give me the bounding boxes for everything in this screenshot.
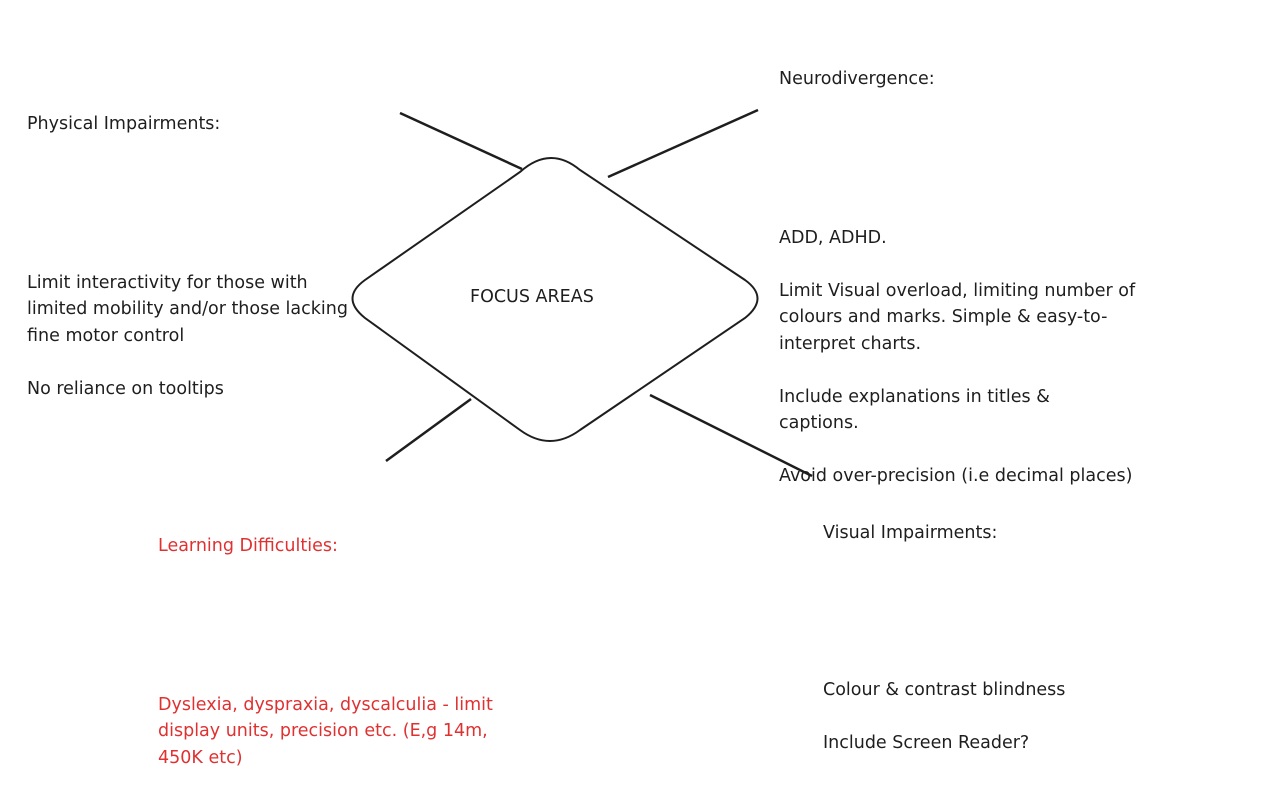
neurodivergence-note[interactable]: Neurodivergence: ADD, ADHD. Limit Visual… — [779, 13, 1135, 516]
visual-impairments-note[interactable]: Visual Impairments: Colour & contrast bl… — [823, 467, 1065, 783]
focus-areas-label: FOCUS AREAS — [470, 287, 594, 307]
connector-learning — [385, 397, 472, 463]
learning-body: Dyslexia, dyspraxia, dyscalculia - limit… — [158, 694, 493, 768]
focus-areas-diamond[interactable] — [351, 157, 759, 442]
connector-physical — [399, 111, 523, 171]
neuro-title: Neurodivergence: — [779, 69, 935, 89]
neuro-body: ADD, ADHD. Limit Visual overload, limiti… — [779, 227, 1136, 487]
visual-title: Visual Impairments: — [823, 523, 998, 543]
physical-title: Physical Impairments: — [27, 114, 221, 134]
physical-body: Limit interactivity for those with limit… — [27, 272, 348, 399]
physical-impairments-note[interactable]: Physical Impairments: Limit interactivit… — [27, 58, 348, 429]
connector-neuro — [607, 108, 759, 179]
learning-difficulties-note[interactable]: Learning Difficulties: Dyslexia, dysprax… — [158, 480, 493, 798]
learning-title: Learning Difficulties: — [158, 536, 338, 556]
visual-body: Colour & contrast blindness Include Scre… — [823, 679, 1066, 753]
connector-visual — [649, 393, 813, 478]
diagram-shapes — [351, 108, 813, 478]
